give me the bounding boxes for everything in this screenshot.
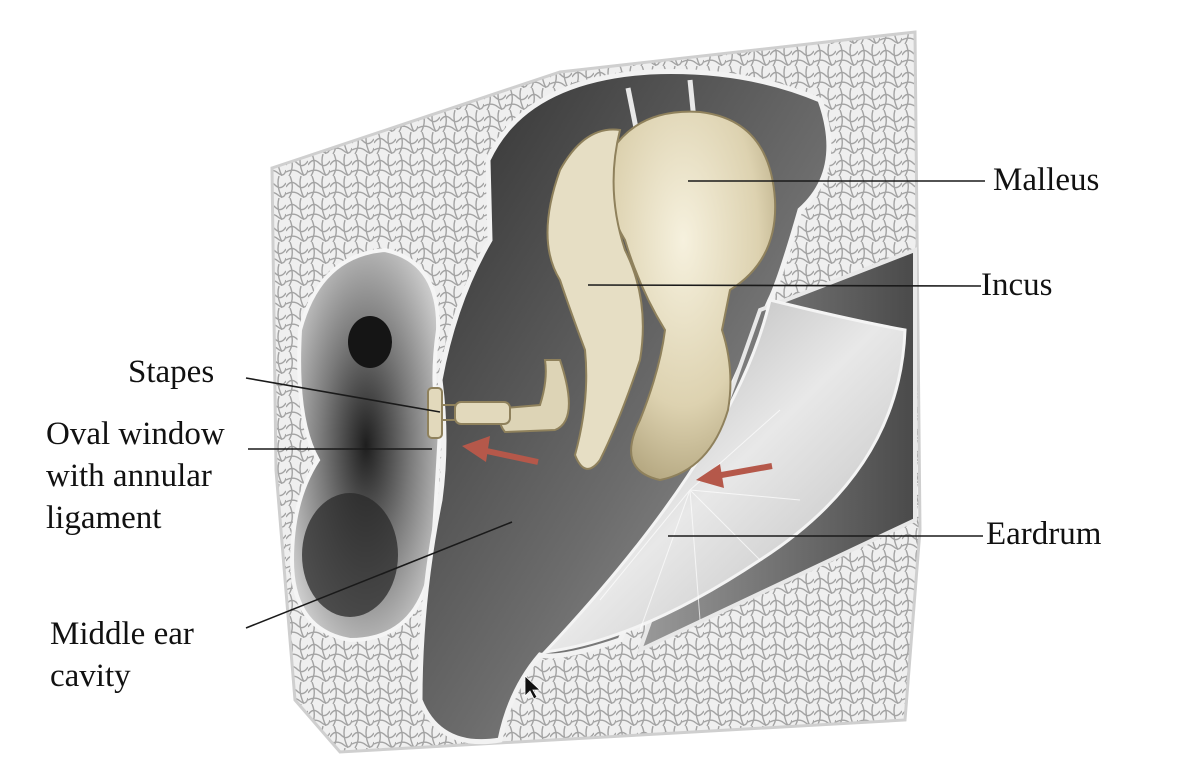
label-oval-window-line-2: with annular <box>46 458 212 494</box>
label-middle-ear-cavity-line-1: Middle ear <box>50 616 194 652</box>
stapes-bone <box>427 387 511 439</box>
label-oval-window: Oval window with annular ligament <box>46 413 225 539</box>
label-malleus: Malleus <box>993 162 1100 198</box>
leader-middle-ear-cavity <box>245 521 513 629</box>
label-middle-ear-cavity-line-2: cavity <box>50 658 131 694</box>
leader-stapes <box>245 377 441 413</box>
malleus-bone <box>607 110 777 482</box>
label-incus: Incus <box>981 267 1053 303</box>
label-oval-window-line-1: Oval window <box>46 416 225 452</box>
label-middle-ear-cavity: Middle ear cavity <box>50 613 194 697</box>
incus-bone <box>546 128 644 470</box>
sound-direction-arrows <box>462 436 773 488</box>
cochlea-turn <box>302 493 398 617</box>
label-eardrum: Eardrum <box>986 516 1102 552</box>
inner-ear-opening <box>348 316 392 368</box>
label-oval-window-line-3: ligament <box>46 500 162 536</box>
leader-incus <box>587 284 982 287</box>
label-stapes: Stapes <box>128 354 215 390</box>
mouse-cursor-icon <box>524 675 542 700</box>
